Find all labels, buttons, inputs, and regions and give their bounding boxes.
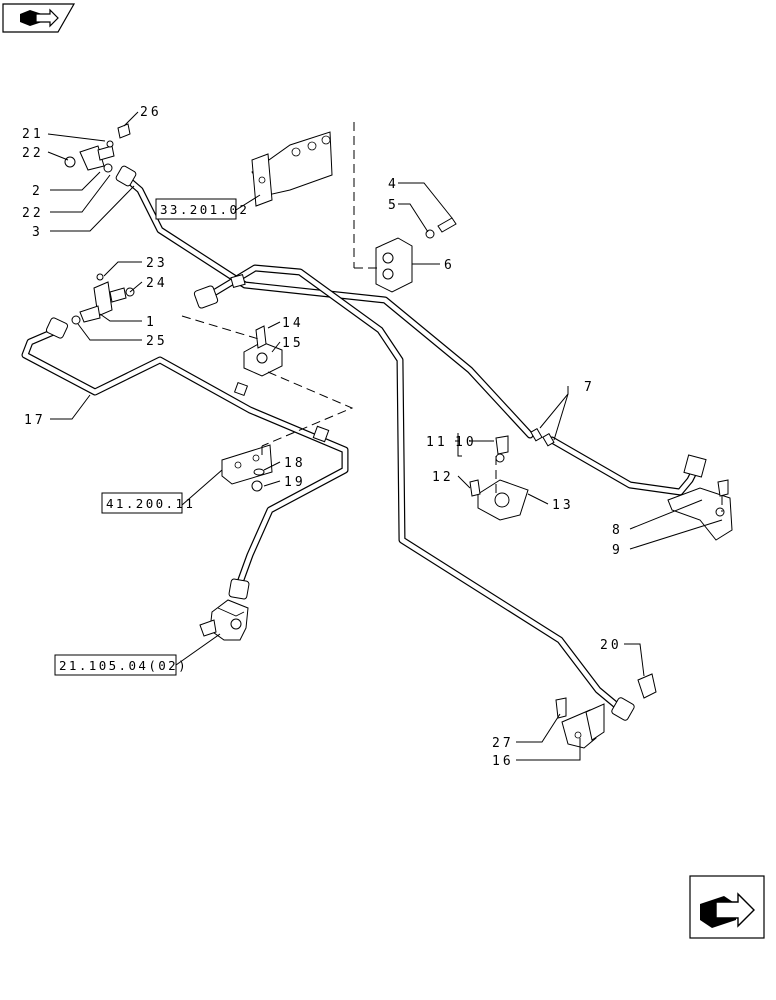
callout-4: 4 bbox=[388, 177, 399, 192]
callout-21: 21 bbox=[22, 127, 44, 142]
bracket-lower bbox=[221, 444, 273, 492]
next-page-arrow-icon[interactable] bbox=[688, 874, 768, 954]
callout-24: 24 bbox=[146, 276, 168, 291]
pipe-nut bbox=[115, 165, 137, 187]
ref-text: 41.200.11 bbox=[106, 496, 195, 511]
tee-fitting-upper bbox=[64, 123, 131, 173]
callout-8: 8 bbox=[612, 523, 623, 538]
pipe-nut bbox=[683, 454, 707, 478]
pipe-nut bbox=[228, 578, 250, 600]
callout-1: 1 bbox=[146, 315, 157, 330]
pipe-20 bbox=[193, 264, 635, 721]
pipe-3 bbox=[115, 165, 707, 496]
callout-19: 19 bbox=[284, 475, 306, 490]
callout-7: 7 bbox=[584, 380, 595, 395]
leader-lines bbox=[47, 111, 723, 761]
ref-text: 33.201.02 bbox=[160, 202, 249, 217]
clamp-6 bbox=[375, 217, 457, 293]
pipe-nut bbox=[611, 697, 635, 721]
bracket-upper bbox=[251, 131, 333, 207]
callout-14: 14 bbox=[282, 316, 304, 331]
callout-23: 23 bbox=[146, 256, 168, 271]
callout-22a: 22 bbox=[22, 146, 44, 161]
callout-10: 10 bbox=[455, 435, 477, 450]
callout-2: 2 bbox=[32, 184, 43, 199]
tee-fitting-lower bbox=[71, 273, 135, 325]
ref-text: 21.105.04(02) bbox=[59, 658, 188, 673]
callout-3: 3 bbox=[32, 225, 43, 240]
callout-18: 18 bbox=[284, 456, 306, 471]
callout-9: 9 bbox=[612, 543, 623, 558]
callout-13: 13 bbox=[552, 498, 574, 513]
callout-11: 11 bbox=[426, 435, 448, 450]
callout-22b: 22 bbox=[22, 206, 44, 221]
callout-12: 12 bbox=[432, 470, 454, 485]
pipe-nut bbox=[45, 317, 69, 339]
book-arrow-icon[interactable] bbox=[0, 0, 80, 36]
callout-16: 16 bbox=[492, 754, 514, 769]
ref-box-33-201-02[interactable]: 33.201.02 bbox=[155, 198, 249, 220]
callout-labels: 21 22 26 2 22 3 4 5 6 23 24 1 25 14 15 1… bbox=[22, 105, 623, 769]
callout-20: 20 bbox=[600, 638, 622, 653]
bracket-16 bbox=[555, 673, 657, 749]
callout-27: 27 bbox=[492, 736, 514, 751]
callout-6: 6 bbox=[444, 258, 455, 273]
clamp-15 bbox=[243, 325, 283, 377]
valve-block bbox=[199, 599, 249, 641]
callout-25: 25 bbox=[146, 334, 168, 349]
callout-15: 15 bbox=[282, 336, 304, 351]
callout-17: 17 bbox=[24, 413, 46, 428]
bracket-13 bbox=[469, 435, 529, 521]
ref-box-41-200-11[interactable]: 41.200.11 bbox=[101, 492, 195, 514]
pipe-17 bbox=[21, 317, 349, 600]
callout-26: 26 bbox=[140, 105, 162, 120]
ref-box-21-105-04[interactable]: 21.105.04(02) bbox=[54, 654, 188, 676]
pipe-nut bbox=[193, 285, 219, 309]
callout-5: 5 bbox=[388, 198, 399, 213]
